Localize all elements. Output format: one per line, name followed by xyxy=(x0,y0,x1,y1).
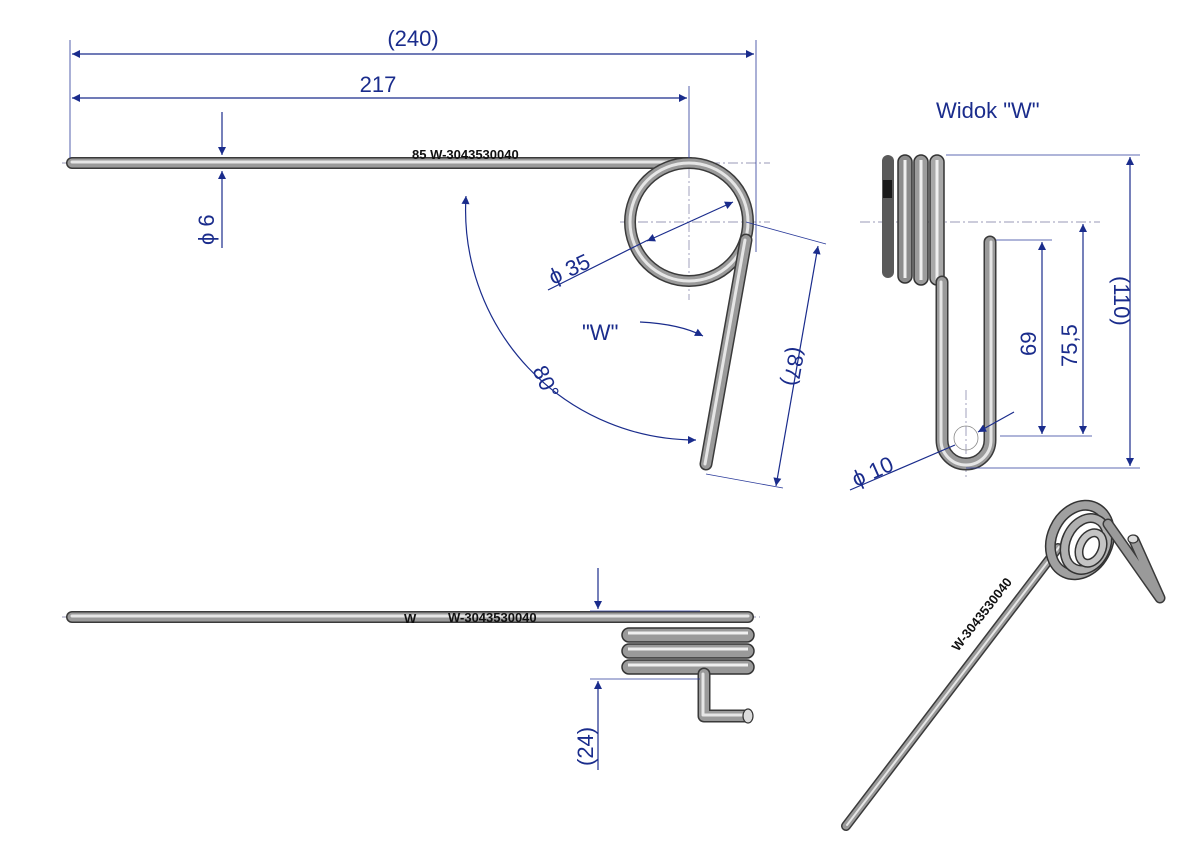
top-view-rod xyxy=(66,157,696,169)
side-view-part-marking: W-3043530040 xyxy=(448,610,537,625)
side-view: W-3043530040 W (24) xyxy=(62,568,760,770)
angle-label: 80° xyxy=(527,362,564,403)
coil-width-label: (24) xyxy=(573,727,598,766)
isometric-view: W-3043530040 xyxy=(841,499,1166,831)
side-view-hook xyxy=(697,667,754,724)
coil-height-label: (110) xyxy=(1109,276,1134,326)
view-marker-label: "W" xyxy=(582,320,618,345)
isometric-hook xyxy=(1102,518,1166,604)
hook-diameter-label: ϕ 10 xyxy=(848,451,897,491)
isometric-rod xyxy=(841,543,1063,831)
leg-length-dimline xyxy=(773,245,821,487)
view-w-title: Widok "W" xyxy=(936,98,1040,123)
straight-length-label: 217 xyxy=(360,72,397,97)
top-view-leg xyxy=(699,233,753,471)
side-view-rod xyxy=(66,611,754,623)
angle-arc xyxy=(461,195,697,445)
hook-outer-label: 75,5 xyxy=(1057,324,1082,367)
overall-length-label: (240) xyxy=(387,26,438,51)
side-view-coil xyxy=(621,627,755,675)
top-view-part-marking: 85 W-3043530040 xyxy=(412,147,519,162)
side-view-logo: W xyxy=(404,611,417,626)
isometric-coil xyxy=(1044,499,1116,581)
view-w: Widok "W" (110) 75,5 xyxy=(848,98,1140,492)
top-view: 85 W-3043530040 (240) 217 ϕ 6 ϕ 35 80° "… xyxy=(62,26,827,489)
view-w-coil xyxy=(882,154,945,286)
leg-length-label: (87) xyxy=(778,345,809,388)
hook-inner-label: 69 xyxy=(1016,332,1041,356)
wire-diameter-label: ϕ 6 xyxy=(194,214,219,245)
view-w-hook xyxy=(935,235,997,471)
coil-diameter-label: ϕ 35 xyxy=(545,249,594,290)
